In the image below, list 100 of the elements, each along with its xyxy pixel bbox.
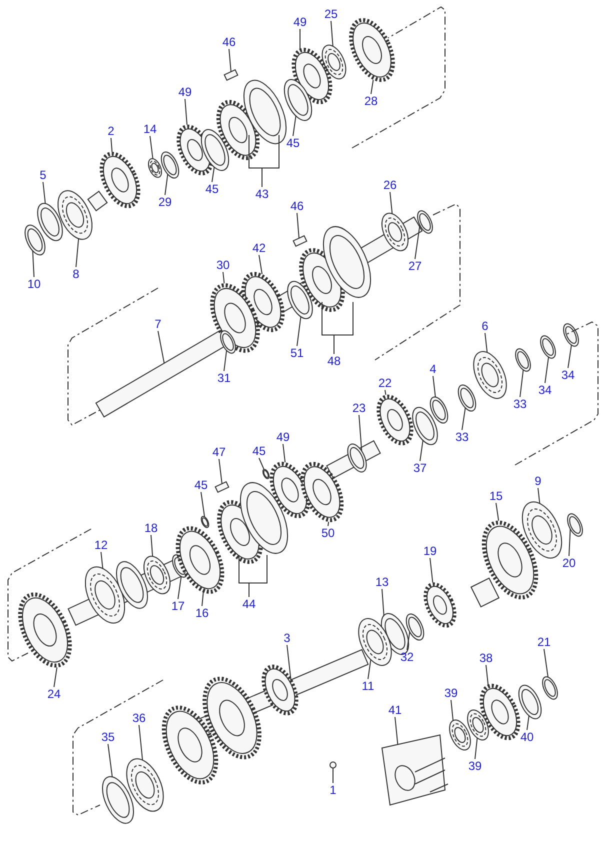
- leader-line: [76, 238, 80, 268]
- ring: [567, 513, 583, 537]
- ring: [542, 676, 558, 700]
- leader-line: [406, 631, 410, 650]
- shaft: [87, 190, 108, 212]
- bearing: [358, 618, 392, 666]
- ring: [540, 335, 556, 359]
- bearing: [449, 720, 471, 750]
- callout-number: 17: [166, 599, 190, 613]
- bearing: [467, 710, 489, 740]
- callout-number: 45: [247, 444, 271, 458]
- shaft: [470, 577, 500, 608]
- callout-number: 35: [96, 730, 120, 744]
- leader-line: [382, 588, 384, 616]
- callout-number: 16: [190, 606, 214, 620]
- leader-line: [484, 332, 488, 354]
- leader-line: [224, 350, 228, 372]
- leader-line: [432, 376, 436, 398]
- ring: [24, 224, 46, 256]
- gear: [349, 18, 395, 82]
- callout-number: 32: [395, 650, 419, 664]
- ring: [563, 323, 579, 347]
- leader-line: [292, 115, 296, 136]
- leader-line: [42, 182, 46, 204]
- leader-line: [328, 521, 330, 526]
- leader-line: [370, 79, 374, 94]
- leader-line: [420, 440, 424, 462]
- ring: [240, 482, 288, 554]
- ring: [200, 516, 210, 528]
- callout-number: 5: [31, 168, 55, 182]
- leader-line: [538, 488, 540, 504]
- callout-number: 33: [450, 430, 474, 444]
- leader-line: [474, 737, 478, 760]
- gear: [376, 394, 414, 446]
- callout-number: 40: [515, 730, 539, 744]
- callout-number: 49: [288, 15, 312, 29]
- callout-number: 9: [526, 474, 550, 488]
- leader-line: [568, 344, 572, 368]
- callout-number: 4: [421, 362, 445, 376]
- leader-line: [330, 20, 334, 47]
- leader-line: [296, 316, 302, 346]
- leader-line: [150, 136, 154, 160]
- leader-line: [200, 492, 206, 518]
- ring: [458, 384, 476, 412]
- callout-number: 23: [347, 401, 371, 415]
- pin: [330, 762, 336, 768]
- leader-line: [184, 98, 188, 126]
- leader-line: [526, 715, 530, 730]
- bearing: [126, 758, 164, 812]
- leader-line: [150, 534, 154, 557]
- gear: [18, 592, 72, 668]
- ring: [284, 79, 312, 121]
- leader-line: [296, 212, 300, 239]
- ring: [160, 151, 180, 179]
- callout-number: 34: [556, 368, 580, 382]
- bearing: [148, 158, 162, 178]
- ring: [518, 684, 542, 720]
- callout-number: 33: [508, 397, 532, 411]
- callout-number: 37: [408, 461, 432, 475]
- callout-number: 13: [370, 575, 394, 589]
- leader-line: [178, 576, 182, 600]
- callout-number: 49: [271, 430, 295, 444]
- leader-line: [384, 390, 386, 396]
- bearing: [522, 501, 562, 559]
- leader-line: [450, 700, 454, 722]
- callout-number: 22: [373, 376, 397, 390]
- callout-number: 46: [217, 35, 241, 49]
- bearing: [473, 351, 507, 399]
- leader-line: [100, 552, 104, 570]
- callout-number: 25: [319, 7, 343, 21]
- leader-line: [544, 648, 549, 678]
- callout-number: 45: [200, 182, 224, 196]
- callout-number: 48: [322, 354, 346, 368]
- ring: [243, 80, 287, 144]
- callout-number: 20: [557, 556, 581, 570]
- gear: [424, 582, 456, 628]
- callout-number: 27: [403, 259, 427, 273]
- callout-number: 24: [42, 687, 66, 701]
- callout-number: 45: [281, 136, 305, 150]
- leader-line: [164, 174, 168, 196]
- leader-line: [158, 330, 165, 364]
- ring: [412, 406, 438, 446]
- ring: [406, 613, 424, 641]
- leader-line: [222, 272, 225, 284]
- leader-line: [110, 138, 113, 152]
- leader-line: [108, 744, 113, 778]
- callout-number: 10: [22, 277, 46, 291]
- ring: [102, 776, 134, 824]
- leader-line: [390, 192, 393, 214]
- bearing: [381, 212, 409, 252]
- callout-number: 46: [285, 199, 309, 213]
- callout-number: 15: [484, 489, 508, 503]
- callout-number: 36: [127, 711, 151, 725]
- leader-line: [414, 224, 420, 260]
- leader-line: [462, 407, 466, 430]
- callout-number: 21: [532, 635, 556, 649]
- leader-line: [228, 48, 232, 72]
- ring: [417, 210, 433, 234]
- callout-number: 39: [463, 759, 487, 773]
- leader-line: [138, 724, 143, 761]
